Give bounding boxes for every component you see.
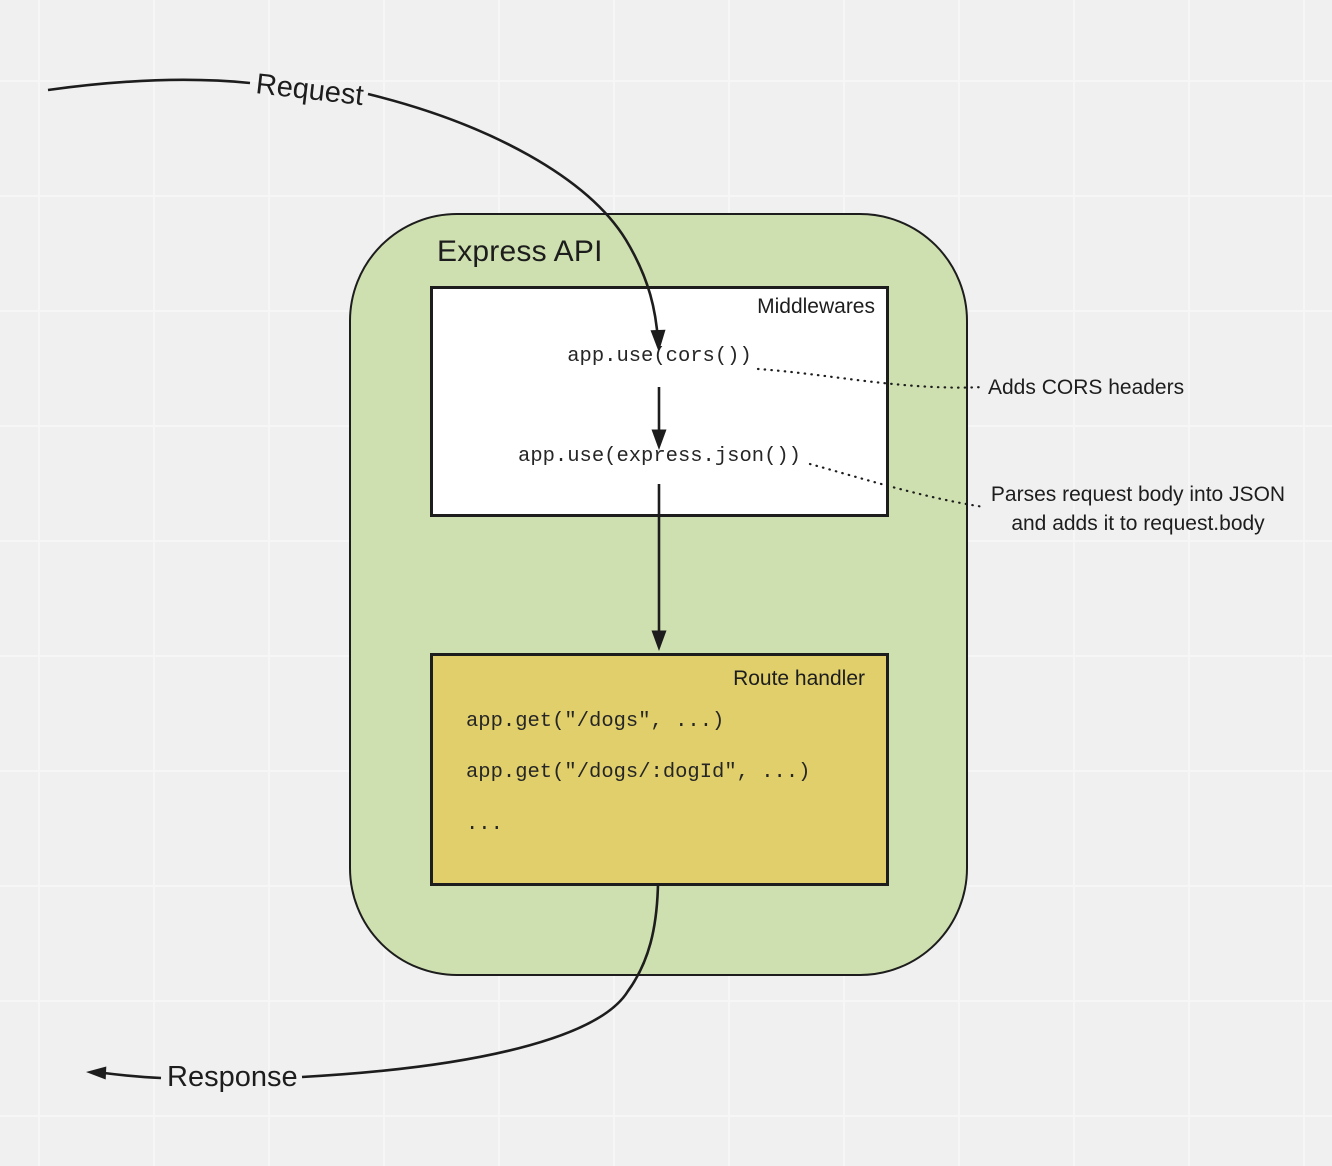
- annotation-json-line2: and adds it to request.body: [1011, 512, 1265, 535]
- request-label: Request: [254, 68, 366, 113]
- annotation-cors: Adds CORS headers: [988, 376, 1185, 399]
- code-ellipsis: ...: [466, 813, 503, 836]
- code-app-use-express-json: app.use(express.json()): [518, 445, 801, 468]
- annotation-json-line1: Parses request body into JSON: [990, 483, 1286, 506]
- response-arrowhead-icon: [86, 1066, 107, 1080]
- code-app-get-dogid: app.get("/dogs/:dogId", ...): [466, 761, 811, 784]
- response-label: Response: [167, 1061, 298, 1093]
- express-api-title: Express API: [437, 235, 603, 268]
- route-handler-box: Route handler app.get("/dogs", ...) app.…: [430, 653, 889, 886]
- route-handler-title: Route handler: [733, 667, 865, 690]
- annotation-json: Parses request body into JSON and adds i…: [985, 480, 1291, 538]
- code-app-use-cors: app.use(cors()): [567, 345, 752, 368]
- middlewares-title: Middlewares: [757, 295, 875, 318]
- code-app-get-dogs: app.get("/dogs", ...): [466, 710, 725, 733]
- middlewares-box: Middlewares app.use(cors()) app.use(expr…: [430, 286, 889, 517]
- response-line-head: [103, 1071, 162, 1080]
- request-line-tail: [47, 78, 251, 92]
